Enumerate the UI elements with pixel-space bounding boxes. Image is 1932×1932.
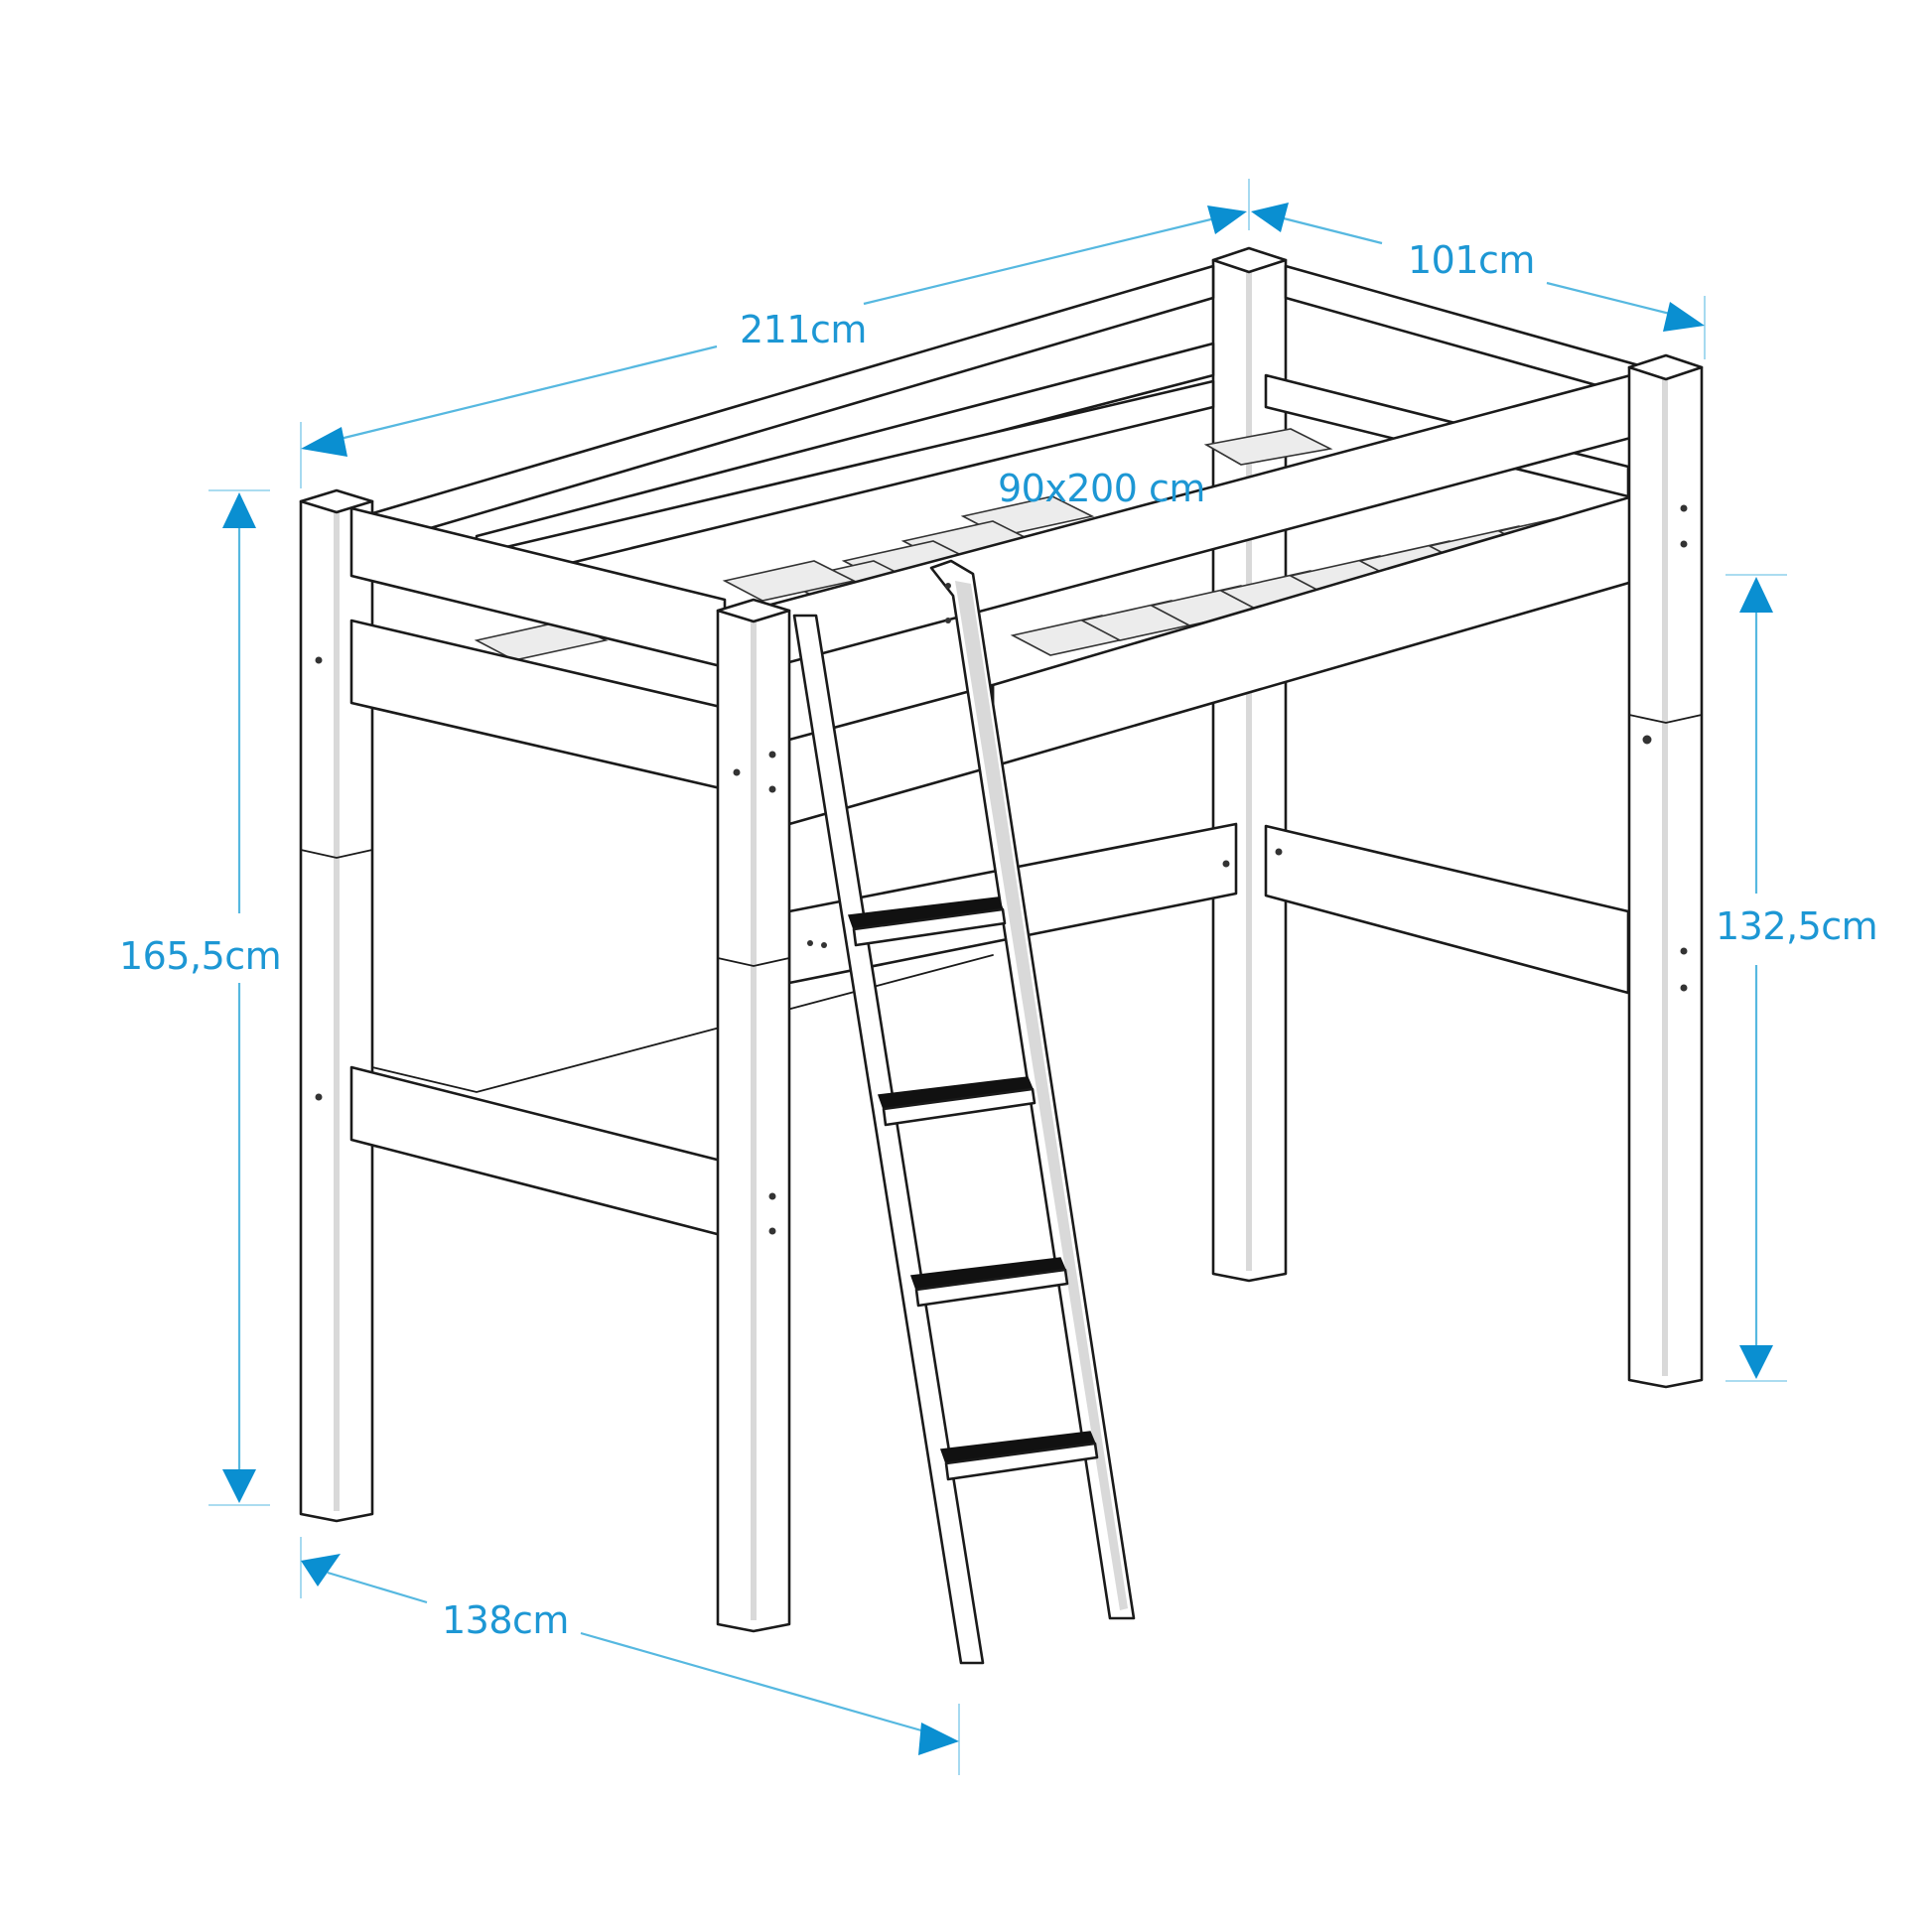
leg-front-middle xyxy=(716,598,791,1633)
dimension-under-bed-height: 132,5cm xyxy=(1716,574,1878,1382)
arrow-right-icon xyxy=(1663,302,1705,332)
dimension-width: 101cm xyxy=(1251,203,1706,359)
ladder xyxy=(792,559,1136,1665)
arrow-left-icon xyxy=(1251,203,1289,232)
arrow-right-icon xyxy=(1207,206,1247,234)
back-guard-rail xyxy=(367,264,1215,588)
leg-front-left xyxy=(299,488,374,1523)
length-label: 211cm xyxy=(740,308,867,351)
arrow-left-icon xyxy=(301,427,347,457)
width-label: 101cm xyxy=(1408,238,1535,282)
mattress-size-label: 90x200 cm xyxy=(998,467,1205,510)
dimension-length: 211cm xyxy=(300,179,1250,488)
arrow-up-icon xyxy=(222,492,256,528)
arrow-left-icon xyxy=(301,1554,341,1587)
bed-frame xyxy=(299,246,1704,1633)
arrow-down-icon xyxy=(1739,1345,1773,1379)
total-height-label: 165,5cm xyxy=(119,934,281,978)
leg-front-right xyxy=(1627,353,1704,1389)
arrow-down-icon xyxy=(222,1469,256,1503)
ladder-treads xyxy=(847,897,1099,1481)
arrow-up-icon xyxy=(1739,577,1773,613)
arrow-right-icon xyxy=(918,1723,959,1755)
back-lower-side-rail xyxy=(1264,824,1630,995)
dimension-ladder-depth: 138cm xyxy=(300,1537,960,1775)
dimension-total-height: 165,5cm xyxy=(119,489,282,1506)
dimension-annotations: 211cm 101cm 90x200 cm 165,5cm xyxy=(119,179,1878,1775)
under-bed-height-label: 132,5cm xyxy=(1716,904,1877,948)
ladder-depth-label: 138cm xyxy=(442,1598,569,1642)
